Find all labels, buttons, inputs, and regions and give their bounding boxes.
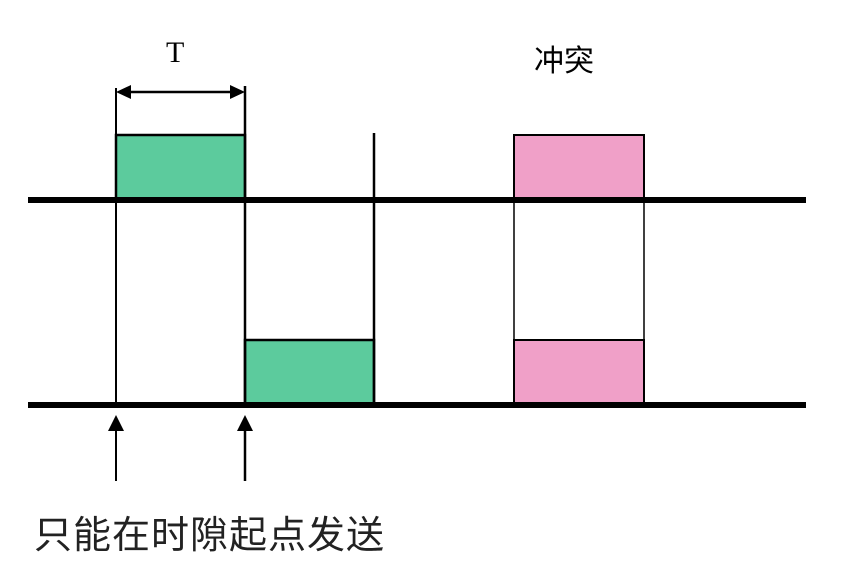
caption: 只能在时隙起点发送 (34, 513, 386, 557)
collision-label: 冲突 (534, 44, 594, 79)
arrowhead-right-icon (230, 85, 245, 99)
station2-frame (243, 338, 376, 407)
station1-frame (114, 133, 247, 202)
arrowhead-up-icon (237, 415, 253, 431)
collision-frame-top (513, 134, 645, 201)
arrowhead-left-icon (116, 85, 131, 99)
collision-frame-bottom (513, 339, 645, 406)
arrowhead-up-icon (108, 415, 124, 431)
period-label: T (166, 36, 185, 69)
